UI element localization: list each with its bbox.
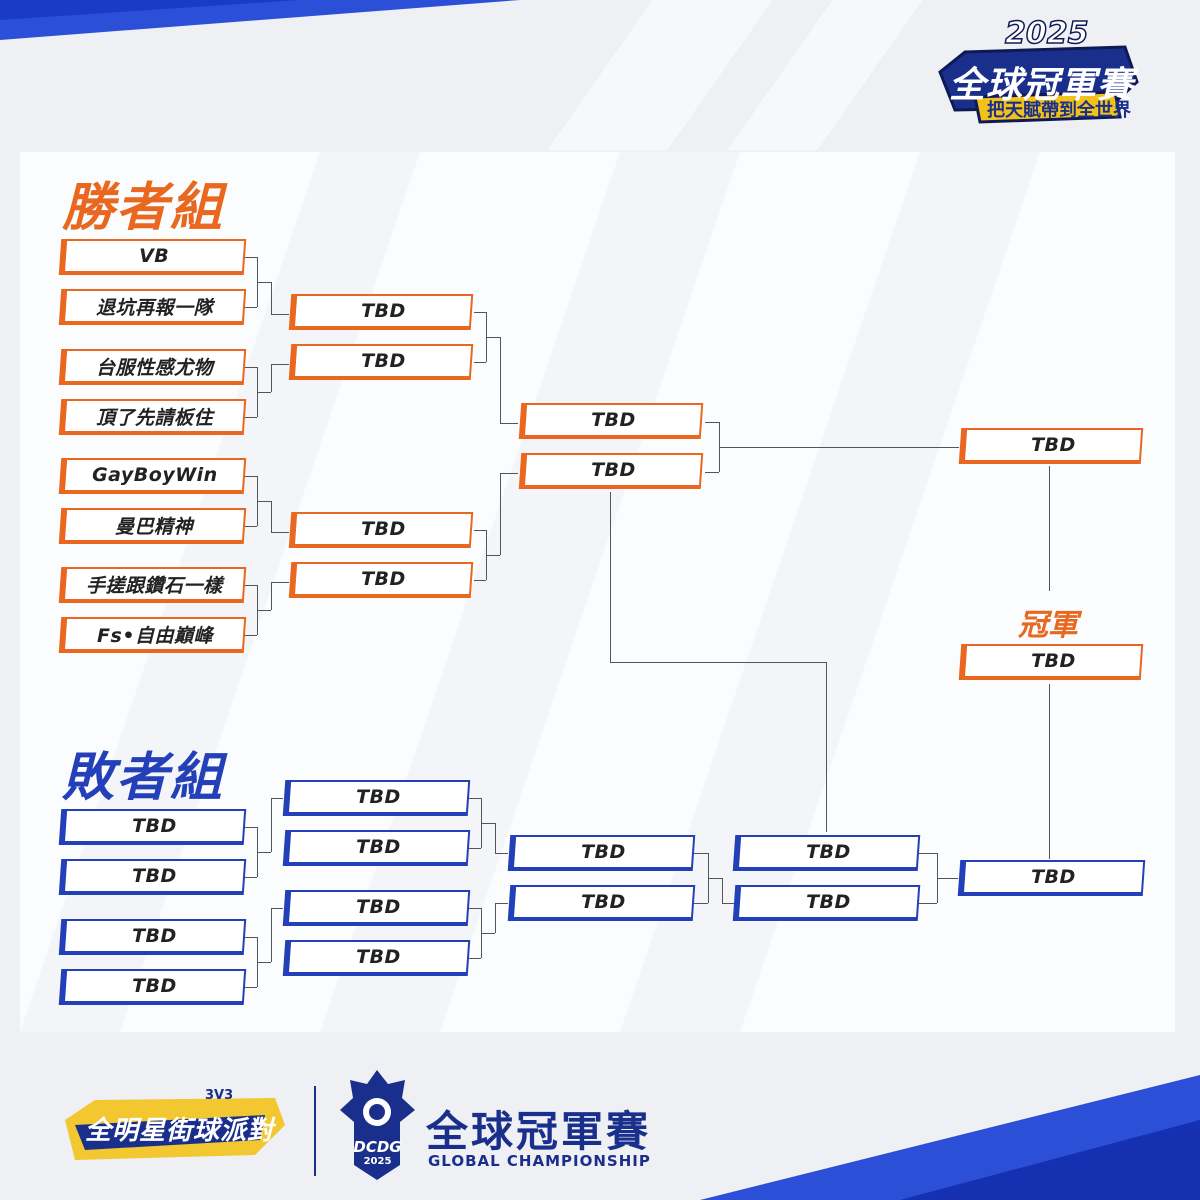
winners-r1-slot-1: VB [58, 239, 247, 275]
team-name: TBD [806, 841, 851, 863]
losers-r3-slot-1: TBD [507, 835, 696, 871]
team-name: TBD [581, 891, 626, 913]
game-logo-sub: 3V3 [205, 1088, 234, 1103]
team-name: TBD [1030, 434, 1076, 456]
team-name: GayBoyWin [91, 464, 218, 486]
champion-slot: TBD [958, 644, 1144, 680]
winners-r1-slot-3: 台服性感尤物 [58, 349, 247, 385]
event-logo: 2025 全球冠軍賽 把天賦帶到全世界 [925, 12, 1145, 127]
losers-r2-slot-2: TBD [282, 830, 471, 866]
losers-r4-slot-1: TBD [732, 835, 921, 871]
losers-r2-slot-3: TBD [282, 890, 471, 926]
winners-r1-slot-6: 曼巴精神 [58, 508, 247, 544]
team-name: TBD [132, 925, 177, 947]
winners-r1-slot-4: 頂了先請板住 [58, 399, 247, 435]
team-name: TBD [356, 836, 401, 858]
game-logo: 全明星街球派對 3V3 [55, 1080, 295, 1180]
dcdg-badge: DCDG 2025 [340, 1070, 415, 1190]
losers-final-slot: TBD [957, 860, 1146, 896]
winners-bracket-title: 勝者組 [62, 178, 225, 238]
footer-divider [314, 1086, 316, 1176]
game-logo-text: 全明星街球派對 [85, 1116, 275, 1146]
team-name: TBD [360, 518, 406, 540]
team-name: 頂了先請板住 [96, 406, 214, 429]
team-name: 手搓跟鑽石一樣 [86, 574, 223, 597]
event-logo-title: 全球冠軍賽 [949, 65, 1135, 106]
winners-r1-slot-7: 手搓跟鑽石一樣 [58, 567, 247, 603]
team-name: TBD [1030, 650, 1076, 672]
losers-r3-slot-2: TBD [507, 885, 696, 921]
team-name: TBD [1031, 866, 1076, 888]
winners-r2-slot-4: TBD [288, 562, 474, 598]
team-name: TBD [360, 300, 406, 322]
dcdg-badge-year: 2025 [363, 1156, 392, 1167]
team-name: TBD [356, 896, 401, 918]
championship-title-cn: 全球冠軍賽 [426, 1107, 652, 1156]
championship-title-en: GLOBAL CHAMPIONSHIP [428, 1152, 651, 1170]
winners-r1-slot-5: GayBoyWin [58, 458, 247, 494]
losers-r1-slot-1: TBD [58, 809, 247, 845]
dcdg-badge-text: DCDG [353, 1138, 402, 1156]
event-logo-slogan: 把天賦帶到全世界 [987, 100, 1131, 121]
winners-r1-slot-8: Fs•自由巔峰 [58, 617, 247, 653]
team-name: TBD [581, 841, 626, 863]
team-name: TBD [356, 946, 401, 968]
champion-label: 冠軍 [1018, 608, 1078, 643]
team-name: TBD [590, 409, 636, 431]
losers-r2-slot-4: TBD [282, 940, 471, 976]
event-logo-year: 2025 [1004, 15, 1089, 52]
team-name: TBD [590, 459, 636, 481]
losers-r1-slot-3: TBD [58, 919, 247, 955]
winners-r2-slot-2: TBD [288, 344, 474, 380]
team-name: TBD [356, 786, 401, 808]
team-name: TBD [806, 891, 851, 913]
team-name: 曼巴精神 [115, 515, 194, 538]
team-name: TBD [360, 350, 406, 372]
losers-bracket-title: 敗者組 [62, 748, 225, 808]
team-name: Fs•自由巔峰 [96, 624, 213, 647]
winners-r2-slot-3: TBD [288, 512, 474, 548]
winners-sf-slot-2: TBD [518, 453, 704, 489]
losers-r2-slot-1: TBD [282, 780, 471, 816]
winners-sf-slot-1: TBD [518, 403, 704, 439]
team-name: 台服性感尤物 [96, 356, 214, 379]
winners-final-slot: TBD [958, 428, 1144, 464]
winners-r1-slot-2: 退坑再報一隊 [58, 289, 247, 325]
team-name: TBD [132, 975, 177, 997]
winners-r2-slot-1: TBD [288, 294, 474, 330]
team-name: TBD [132, 815, 177, 837]
team-name: VB [139, 245, 170, 267]
losers-r1-slot-4: TBD [58, 969, 247, 1005]
losers-r1-slot-2: TBD [58, 859, 247, 895]
footer: 全明星街球派對 3V3 DCDG 2025 全球冠軍賽 GLOBAL CHAMP… [0, 1060, 1200, 1200]
team-name: TBD [360, 568, 406, 590]
team-name: 退坑再報一隊 [96, 296, 214, 319]
losers-r4-slot-2: TBD [732, 885, 921, 921]
team-name: TBD [132, 865, 177, 887]
